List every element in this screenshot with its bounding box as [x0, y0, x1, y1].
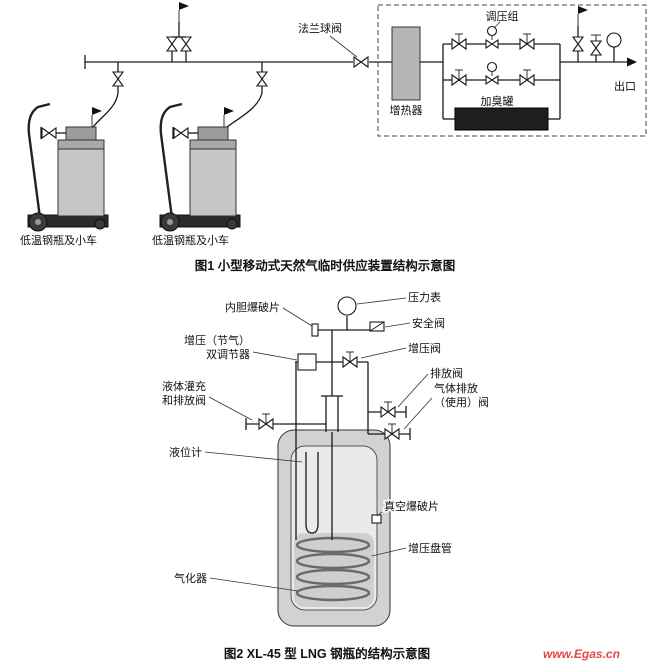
- pressure-regulator-icon: [485, 25, 499, 49]
- watermark: www.Egas.cn: [543, 647, 620, 661]
- figure1-caption: 图1 小型移动式天然气临时供应装置结构示意图: [195, 258, 455, 273]
- leader-regulator-group: [493, 21, 501, 29]
- figure2-caption: 图2 XL-45 型 LNG 钢瓶的结构示意图: [224, 646, 430, 661]
- cylinder-cap: [197, 126, 229, 141]
- label-drain-valve: 排放阀: [430, 366, 463, 380]
- vent-flag-icon: [178, 1, 190, 23]
- label-safety-valve: 安全阀: [412, 316, 445, 330]
- boost-regulator-icon: [297, 353, 317, 371]
- branch-valve-icon: [519, 33, 535, 50]
- fill-valve-icon: [258, 413, 274, 430]
- vent-valve-icon: [180, 36, 192, 52]
- branch-valve-icon: [451, 69, 467, 86]
- label-heater: 增热器: [390, 103, 423, 117]
- cylinder-vent-icon: [223, 106, 235, 128]
- flex-hose: [226, 92, 263, 128]
- cylinder-shoulder: [57, 139, 105, 150]
- cylinder-body: [57, 139, 105, 217]
- boost-coil-icon: [295, 536, 371, 602]
- cart-handle: [159, 102, 183, 219]
- cylinder2-connection: [226, 62, 268, 128]
- label-fill-valve-2: 和排放阀: [162, 393, 206, 407]
- label-gas-use-valve-1: 气体排放: [434, 381, 478, 395]
- flow-arrow-icon: [627, 57, 637, 67]
- label-pressure-gauge: 压力表: [408, 290, 441, 304]
- pressure-gauge-icon: [337, 296, 357, 316]
- outlet-section: [560, 5, 637, 67]
- boost-valve-icon: [342, 351, 358, 368]
- cylinder-valve-icon: [173, 127, 189, 139]
- leader-flange-ball-valve: [329, 35, 358, 58]
- pressure-regulator-icon: [485, 61, 499, 85]
- label-gas-use-valve-2: （使用）阀: [434, 395, 489, 409]
- drain-valve-icon: [380, 401, 396, 418]
- cylinder-neck: [321, 395, 343, 432]
- cylinder-valve-icon: [41, 127, 57, 139]
- odorant-tank-vessel: [454, 107, 549, 131]
- flange-ball-valve-icon: [353, 56, 369, 68]
- label-regulator-group: 调压组: [486, 9, 519, 23]
- flex-hose: [92, 92, 119, 128]
- label-cart2: 低温钢瓶及小车: [152, 233, 229, 247]
- cart-caster-icon: [226, 218, 238, 230]
- label-flange-ball-valve: 法兰球阀: [298, 21, 342, 35]
- equipment-enclosure: [377, 4, 647, 137]
- gas-use-valve-icon: [384, 423, 400, 440]
- drop-valve-icon: [112, 71, 124, 87]
- drop-valve-icon: [256, 71, 268, 87]
- outlet-vent-icon: [577, 5, 589, 27]
- wheel-hub: [167, 219, 173, 225]
- internal-tubing: [295, 432, 333, 540]
- cylinder1-connection: [92, 62, 124, 128]
- cart-handle: [27, 102, 51, 219]
- figure2: 内胆爆破片 增压（节气） 双调节器 液体灌充 和排放阀 液位计 气化器 压力表 …: [162, 290, 489, 661]
- top-piping: [245, 296, 411, 440]
- heater-vessel: [391, 26, 421, 101]
- branch-valve-icon: [451, 33, 467, 50]
- inner-burst-disc-icon: [311, 323, 319, 337]
- label-boost-valve: 增压阀: [408, 341, 441, 355]
- cryo-cylinder-cart-2: [159, 102, 241, 232]
- label-fill-valve-1: 液体灌充: [162, 379, 206, 393]
- pressure-gauge-icon: [606, 32, 622, 48]
- cylinder-vent-icon: [91, 106, 103, 128]
- cylinder-cap: [65, 126, 97, 141]
- label-vacuum-burst-disc: 真空爆破片: [384, 499, 439, 513]
- vent-valve-icon: [166, 36, 178, 52]
- cart-caster-icon: [94, 218, 106, 230]
- cylinder-body: [189, 139, 237, 217]
- cylinder-shoulder: [189, 139, 237, 150]
- vacuum-burst-disc-icon: [371, 514, 382, 524]
- label-cart1: 低温钢瓶及小车: [20, 233, 97, 247]
- outlet-valve-icon: [572, 36, 584, 52]
- label-boost-coil: 增压盘管: [408, 541, 452, 555]
- safety-valve-icon: [369, 321, 385, 332]
- cryo-cylinder-cart-1: [27, 102, 109, 232]
- figure1: 法兰球阀: [20, 1, 647, 273]
- label-outlet: 出口: [614, 79, 636, 93]
- header-vent-assembly: [166, 1, 192, 62]
- outlet-valve-icon: [590, 40, 602, 56]
- branch-valve-icon: [519, 69, 535, 86]
- fig1-main-piping: [84, 55, 392, 69]
- label-inner-burst-disc: 内胆爆破片: [225, 300, 280, 314]
- wheel-hub: [35, 219, 41, 225]
- label-odorant-tank: 加臭罐: [481, 94, 514, 108]
- label-level-gauge: 液位计: [169, 445, 202, 459]
- label-boost-regulator-1: 增压（节气）: [184, 333, 250, 347]
- label-vaporizer: 气化器: [174, 571, 207, 585]
- level-gauge-tube: [305, 452, 319, 534]
- label-boost-regulator-2: 双调节器: [206, 348, 250, 361]
- regulator-manifold: [420, 25, 561, 119]
